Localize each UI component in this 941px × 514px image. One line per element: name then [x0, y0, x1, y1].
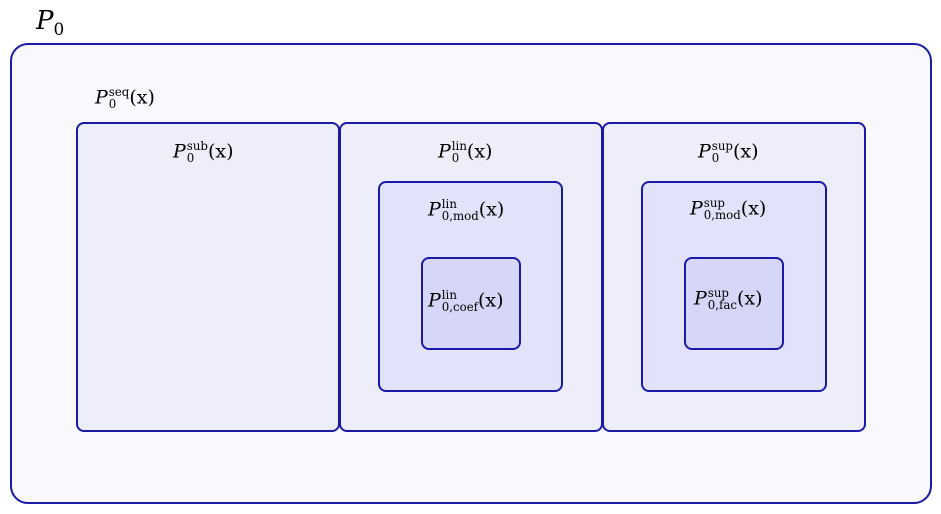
lin-label-base: P: [438, 140, 451, 163]
sub-label-arg: (x): [207, 140, 234, 163]
sup-fac-label-sup: sup: [707, 286, 729, 300]
sup-mod-label-base: P: [690, 197, 703, 220]
sup-fac-label-sub: 0,fac: [707, 298, 737, 313]
lin-coef-box: [421, 257, 521, 350]
sub-label-sup: sub: [186, 139, 208, 153]
seq-label-base: P: [95, 86, 108, 109]
outer-title-base: P: [36, 6, 54, 36]
sup-mod-label-arg: (x): [740, 197, 767, 220]
sup-fac-label-base: P: [694, 287, 707, 310]
lin-label-arg: (x): [466, 140, 493, 163]
sup-label-arg: (x): [732, 140, 759, 163]
outer-title: P0: [36, 8, 64, 38]
sup-fac-box: [684, 257, 784, 350]
sup-label-sup: sup: [711, 139, 733, 153]
sup-label-base: P: [698, 140, 711, 163]
lin-mod-label-base: P: [428, 198, 441, 221]
sub-box: [76, 122, 340, 432]
lin-label-sup: lin: [451, 139, 467, 153]
seq-label-sup: seq: [108, 85, 130, 99]
sub-label-sub: 0: [186, 151, 195, 166]
sup-mod-label-sup: sup: [703, 196, 725, 210]
seq-label-sub: 0: [108, 97, 117, 112]
outer-title-sub: 0: [53, 19, 65, 40]
lin-mod-label-sub: 0,mod: [441, 209, 479, 224]
sup-fac-label-arg: (x): [736, 287, 763, 310]
lin-coef-label-base: P: [428, 289, 441, 312]
lin-label-sub: 0: [451, 151, 460, 166]
sup-label-sub: 0: [711, 151, 720, 166]
lin-mod-label-arg: (x): [478, 198, 505, 221]
sub-label-base: P: [173, 140, 186, 163]
sup-mod-label-sub: 0,mod: [703, 208, 741, 223]
lin-coef-label-sub: 0,coef: [441, 300, 479, 315]
lin-mod-label-sup: lin: [441, 197, 457, 211]
seq-label-arg: (x): [129, 86, 155, 109]
lin-coef-label-arg: (x): [478, 289, 504, 312]
lin-coef-label-sup: lin: [441, 288, 457, 302]
